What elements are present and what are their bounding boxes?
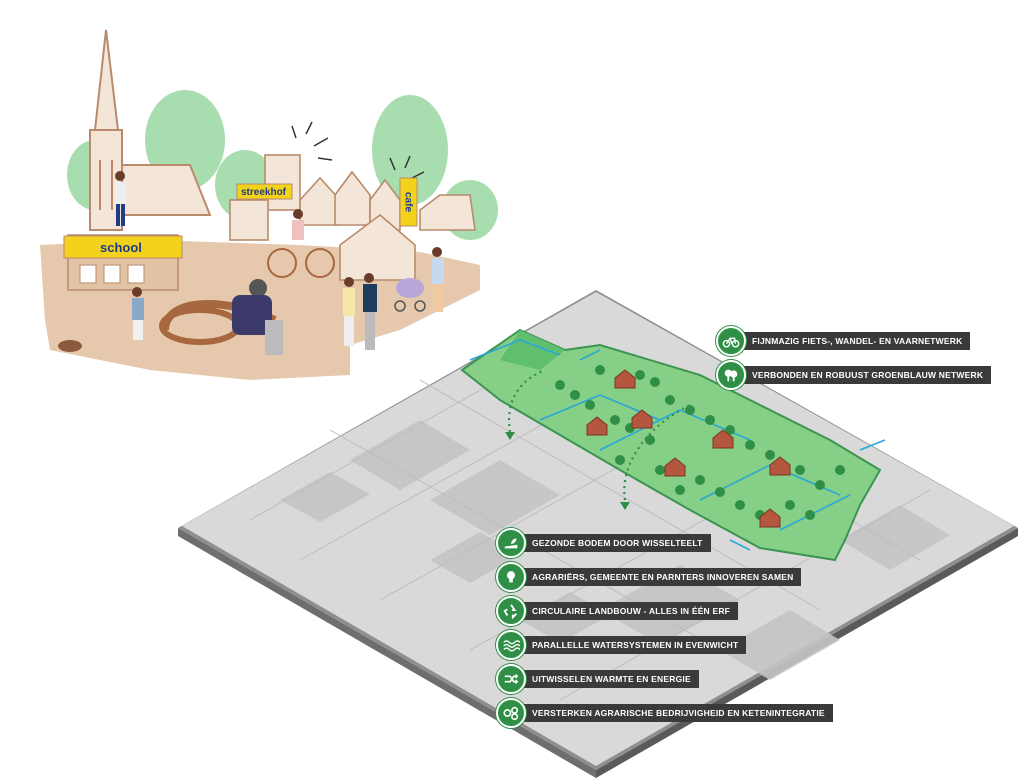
soil-icon xyxy=(496,528,526,558)
callout-label: VERSTERKEN AGRARISCHE BEDRIJVIGHEID EN K… xyxy=(522,704,833,722)
streekhof-sign-board: streekhof xyxy=(236,183,293,200)
recycle-icon xyxy=(496,596,526,626)
callout-label: UITWISSELEN WARMTE EN ENERGIE xyxy=(522,670,699,688)
school-sign: school xyxy=(100,240,142,255)
callout-circular-farming: CIRCULAIRE LANDBOUW - ALLES IN ÉÉN ERF xyxy=(496,596,739,626)
map-surface xyxy=(182,292,1014,766)
callout-green-blue-network: VERBONDEN EN ROBUUST GROENBLAUW NETWERK xyxy=(716,360,992,390)
callout-label: AGRARIËRS, GEMEENTE EN PARNTERS INNOVERE… xyxy=(522,568,802,586)
callout-healthy-soil: GEZONDE BODEM DOOR WISSELTEELT xyxy=(496,528,711,558)
people xyxy=(58,171,444,355)
cafe-sign: cafe xyxy=(403,192,414,212)
exchange-icon xyxy=(496,664,526,694)
lightbulb-icon xyxy=(496,562,526,592)
farm-houses xyxy=(586,369,791,528)
bicycle-icon xyxy=(716,326,746,356)
callout-label: CIRCULAIRE LANDBOUW - ALLES IN ÉÉN ERF xyxy=(522,602,739,620)
callout-water-systems: PARALLELLE WATERSYSTEMEN IN EVENWICHT xyxy=(496,630,747,660)
school-building: school xyxy=(63,234,183,291)
callout-label: GEZONDE BODEM DOOR WISSELTEELT xyxy=(522,534,711,552)
chain-icon xyxy=(496,698,526,728)
callout-chain-integration: VERSTERKEN AGRARISCHE BEDRIJVIGHEID EN K… xyxy=(496,698,833,728)
isometric-map xyxy=(178,290,1018,778)
callout-bike-network: FIJNMAZIG FIETS-, WANDEL- EN VAARNETWERK xyxy=(716,326,971,356)
village-illustration: school streekhof cafe xyxy=(40,29,498,380)
callout-heat-energy-exchange: UITWISSELEN WARMTE EN ENERGIE xyxy=(496,664,699,694)
trees-icon xyxy=(716,360,746,390)
green-zone xyxy=(460,328,882,562)
callout-label: PARALLELLE WATERSYSTEMEN IN EVENWICHT xyxy=(522,636,747,654)
callout-label: VERBONDEN EN ROBUUST GROENBLAUW NETWERK xyxy=(742,366,992,384)
church xyxy=(89,29,212,231)
waves-icon xyxy=(496,630,526,660)
callout-innovate-together: AGRARIËRS, GEMEENTE EN PARNTERS INNOVERE… xyxy=(496,562,802,592)
cafe-sign-board: cafe xyxy=(399,177,418,227)
streekhof-sign: streekhof xyxy=(241,187,287,198)
callout-label: FIJNMAZIG FIETS-, WANDEL- EN VAARNETWERK xyxy=(742,332,971,350)
